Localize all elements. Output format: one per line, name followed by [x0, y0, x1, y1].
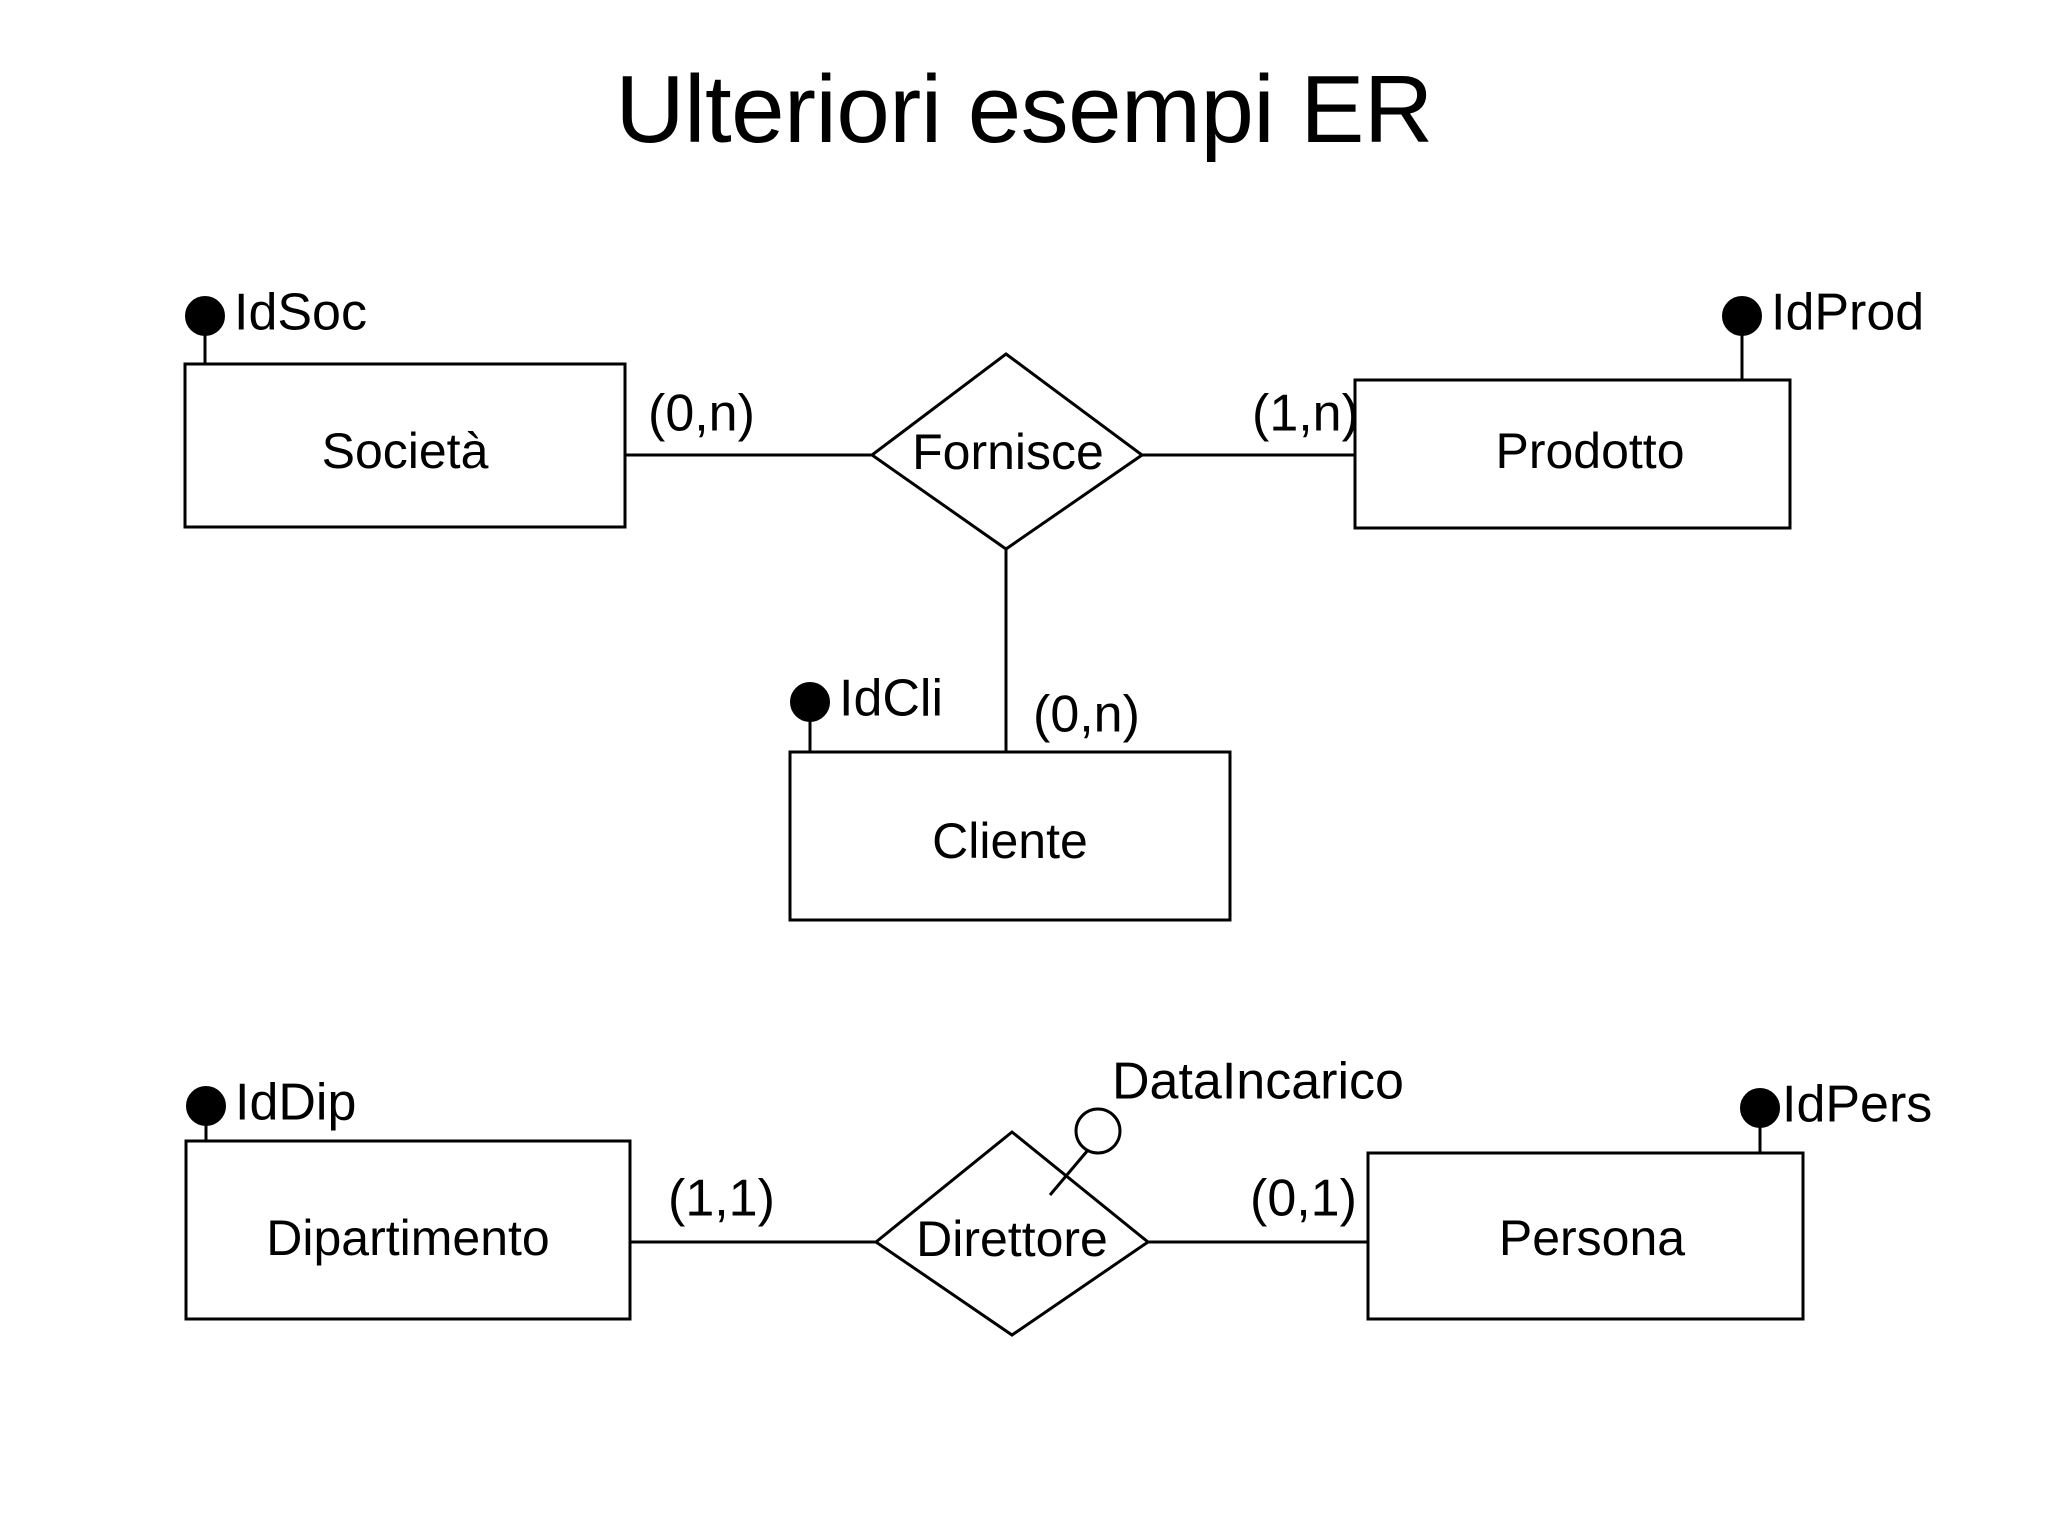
entity-societa-label: Società	[322, 423, 489, 479]
key-attribute-dot-icon	[186, 1086, 226, 1126]
entity-dipartimento-label: Dipartimento	[266, 1210, 549, 1266]
attribute-idsoc-label: IdSoc	[234, 284, 367, 342]
attribute-idprod[interactable]: IdProd	[1722, 284, 1924, 380]
entity-dipartimento[interactable]: Dipartimento	[184, 1139, 632, 1321]
cardinality-persona-direttore: (0,1)	[1250, 1170, 1357, 1228]
attribute-idpers-label: IdPers	[1782, 1076, 1932, 1134]
cardinality-societa-fornisce: (0,n)	[648, 385, 755, 443]
entity-dipartimento-box[interactable]	[184, 1139, 632, 1321]
entity-persona-box[interactable]	[1366, 1151, 1805, 1321]
entity-societa[interactable]: Società	[183, 362, 627, 529]
attribute-iddip-label: IdDip	[235, 1074, 356, 1132]
page-title: Ulteriori esempi ER	[615, 56, 1433, 163]
attribute-dataincarico-stem	[1048, 1149, 1090, 1196]
attribute-idcli-label: IdCli	[839, 670, 943, 728]
key-attribute-dot-icon	[185, 296, 225, 336]
attribute-idprod-label: IdProd	[1771, 284, 1924, 342]
entity-persona[interactable]: Persona	[1366, 1151, 1805, 1321]
entity-prodotto[interactable]: Prodotto	[1353, 378, 1792, 530]
key-attribute-dot-icon	[1722, 296, 1762, 336]
relationship-fornisce[interactable]: Fornisce	[869, 352, 1145, 551]
cardinality-dipartimento-direttore: (1,1)	[668, 1170, 775, 1228]
entity-cliente[interactable]: Cliente	[788, 750, 1232, 922]
cardinality-cliente-fornisce: (0,n)	[1033, 686, 1140, 744]
diagram-fornisce: Società IdSoc Fornisce Prodotto	[183, 284, 1924, 922]
entity-prodotto-label: Prodotto	[1495, 423, 1684, 479]
relationship-direttore-diamond[interactable]	[873, 1130, 1151, 1337]
entity-prodotto-box[interactable]	[1353, 378, 1792, 530]
relationship-fornisce-diamond[interactable]	[869, 352, 1145, 551]
attribute-idpers[interactable]: IdPers	[1740, 1076, 1932, 1153]
attribute-dataincarico-label: DataIncarico	[1112, 1053, 1404, 1111]
key-attribute-dot-icon	[790, 682, 830, 722]
key-attribute-dot-icon	[1740, 1088, 1780, 1128]
cardinality-prodotto-fornisce: (1,n)	[1252, 385, 1359, 443]
diagram-direttore: Dipartimento IdDip Direttore DataIncaric…	[184, 1053, 1932, 1337]
attribute-iddip[interactable]: IdDip	[186, 1074, 356, 1141]
entity-persona-label: Persona	[1499, 1210, 1685, 1266]
entity-cliente-label: Cliente	[932, 813, 1088, 869]
relationship-fornisce-label: Fornisce	[912, 424, 1104, 480]
relationship-direttore-label: Direttore	[916, 1211, 1108, 1267]
relationship-direttore[interactable]: Direttore	[873, 1130, 1151, 1337]
entity-societa-box[interactable]	[183, 362, 627, 529]
entity-cliente-box[interactable]	[788, 750, 1232, 922]
attribute-idcli[interactable]: IdCli	[790, 670, 943, 752]
attribute-circle-icon	[1074, 1107, 1122, 1155]
attribute-idsoc[interactable]: IdSoc	[185, 284, 367, 364]
attribute-dataincarico[interactable]: DataIncarico	[1048, 1053, 1404, 1196]
